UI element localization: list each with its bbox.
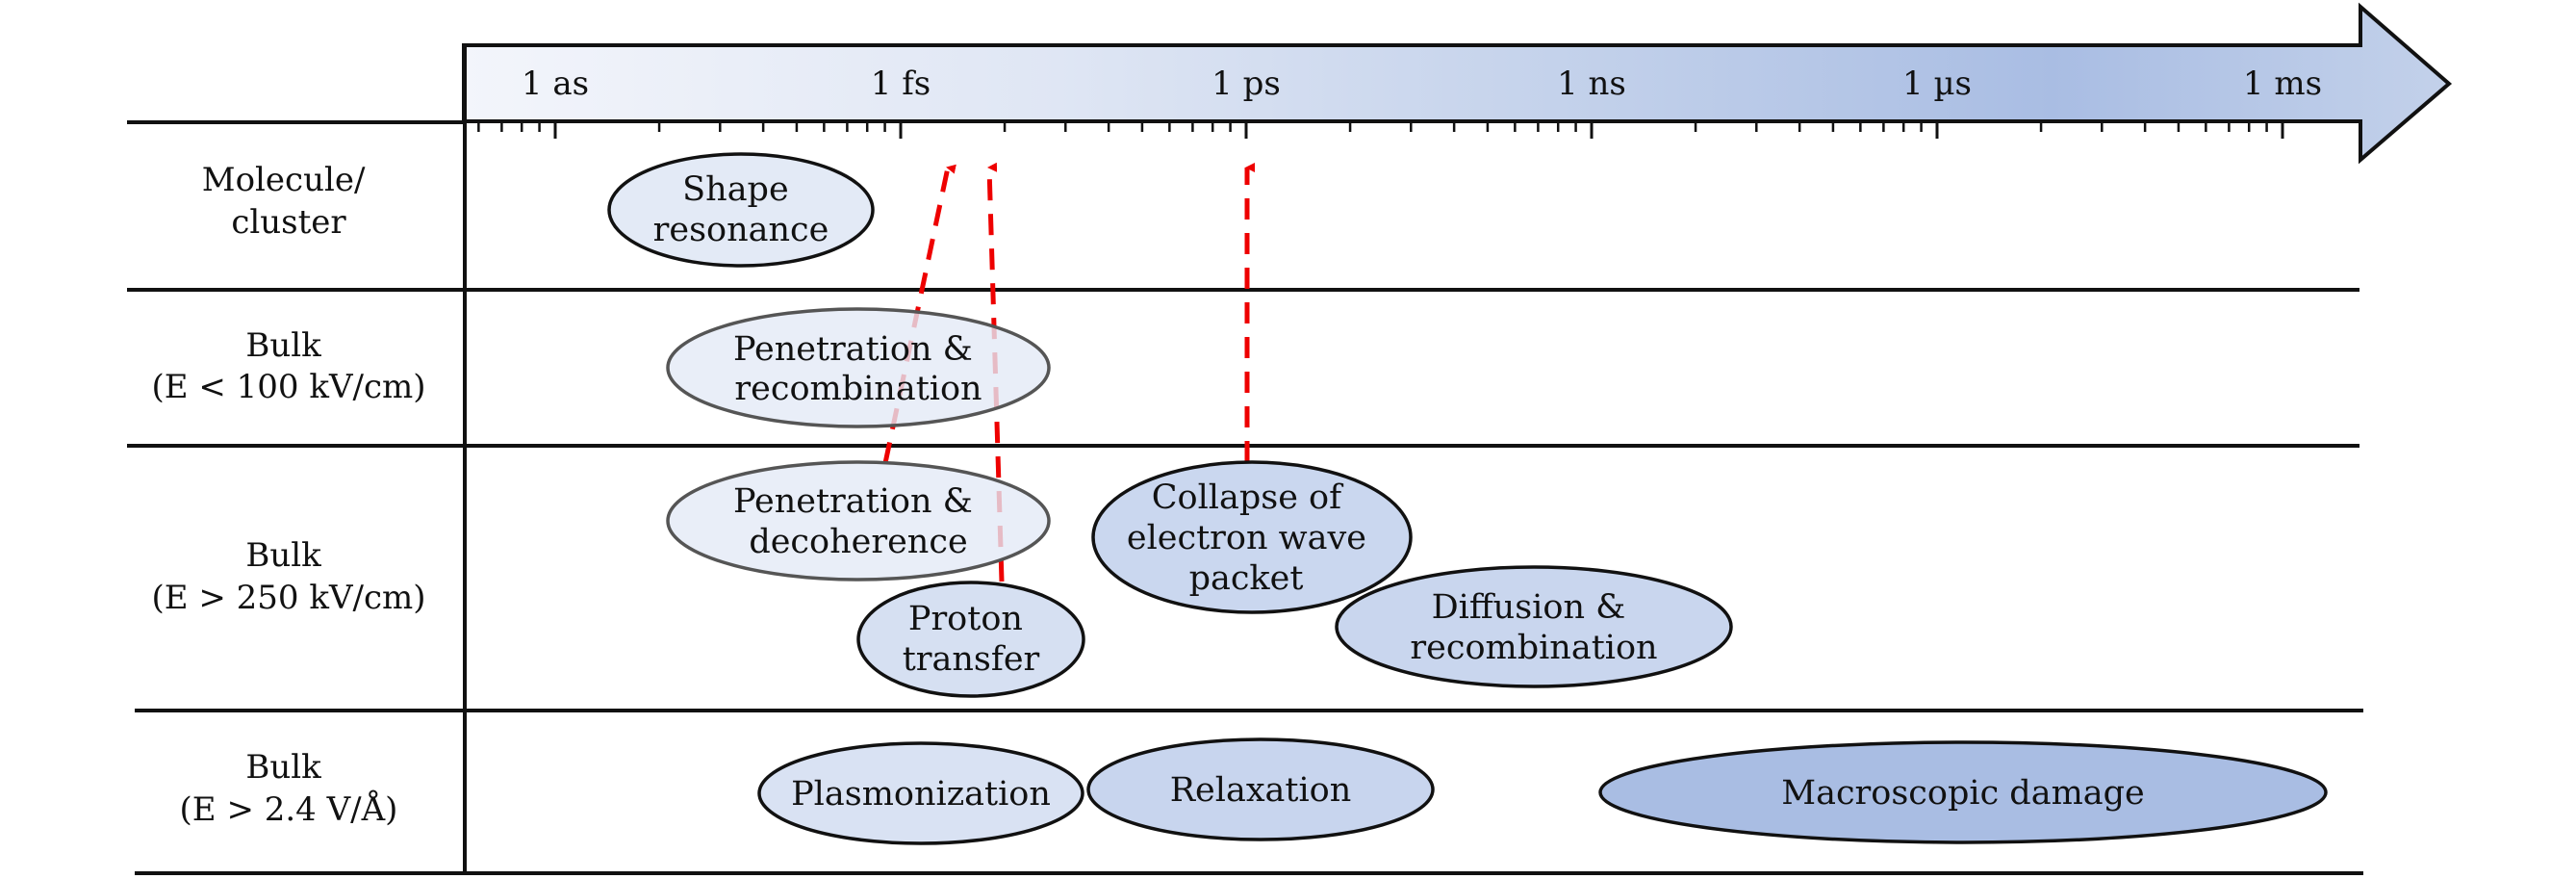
svg-text:Proton transfer: Proton transfer	[903, 600, 1040, 679]
bubble-shape	[607, 152, 875, 268]
bubble-penetration-decoherence: Penetration & decoherence	[666, 460, 1051, 582]
svg-text:Collapse of electron w: Collapse of electron wave packet	[1127, 478, 1377, 598]
bubble-shape-resonance: Shape resonance	[607, 152, 875, 268]
tick-label: 1 ns	[1557, 65, 1626, 103]
bubble-shape	[666, 307, 1051, 428]
bubble-shape	[1335, 565, 1733, 688]
tick-label: 1 fs	[871, 65, 931, 103]
svg-text:Penetration & decohere: Penetration & decoherence	[733, 482, 983, 561]
row-label-bulk-mid-field: Bulk (E > 250 kV/cm)	[151, 536, 425, 617]
time-axis-arrow	[462, 2, 2453, 165]
svg-text:Macroscopic damage: Macroscopic damage	[1781, 774, 2145, 813]
bubble-relaxation: Relaxation	[1086, 737, 1435, 841]
bubble-proton-transfer: Proton transfer	[856, 581, 1085, 698]
process-bubbles: Shape resonance Penetration & recombinat…	[607, 152, 2328, 845]
bubble-collapse-wave-packet: Collapse of electron wave packet	[1091, 460, 1413, 614]
bubble-shape	[757, 741, 1084, 845]
svg-text:Shape resonance: Shape resonance	[653, 170, 829, 249]
bubble-shape	[1091, 460, 1413, 614]
bubble-macroscopic-damage: Macroscopic damage	[1598, 740, 2328, 844]
row-label-bulk-low-field: Bulk (E < 100 kV/cm)	[151, 326, 425, 406]
bubble-shape	[666, 460, 1051, 582]
tick-label: 1 ps	[1211, 65, 1281, 103]
bubble-shape	[1086, 737, 1435, 841]
axis-tick-labels: 1 as 1 fs 1 ps 1 ns 1 µs 1 ms	[522, 65, 2322, 103]
tick-label: 1 ms	[2243, 65, 2322, 103]
row-labels: Molecule/ cluster Bulk (E < 100 kV/cm) B…	[151, 161, 425, 829]
svg-text:Diffusion & recombinat: Diffusion & recombination	[1410, 588, 1657, 667]
bubble-plasmonization: Plasmonization	[757, 741, 1084, 845]
bubble-shape	[856, 581, 1085, 698]
axis-ticks	[477, 121, 2284, 139]
tick-label: 1 as	[522, 65, 589, 103]
svg-text:Plasmonization: Plasmonization	[791, 775, 1051, 814]
time-axis: 1 as 1 fs 1 ps 1 ns 1 µs 1 ms	[462, 2, 2453, 165]
bubble-penetration-recombination: Penetration & recombination	[666, 307, 1051, 428]
row-label-bulk-high-field: Bulk (E > 2.4 V/Å)	[180, 748, 398, 829]
tick-label: 1 µs	[1902, 65, 1972, 103]
bubble-shape	[1598, 740, 2328, 844]
row-label-molecule: Molecule/ cluster	[202, 161, 375, 242]
bubble-diffusion-recombination: Diffusion & recombination	[1335, 565, 1733, 688]
table-grid	[127, 45, 2363, 875]
svg-text:Penetration & recombin: Penetration & recombination	[733, 330, 983, 408]
svg-text:Relaxation: Relaxation	[1170, 771, 1352, 810]
